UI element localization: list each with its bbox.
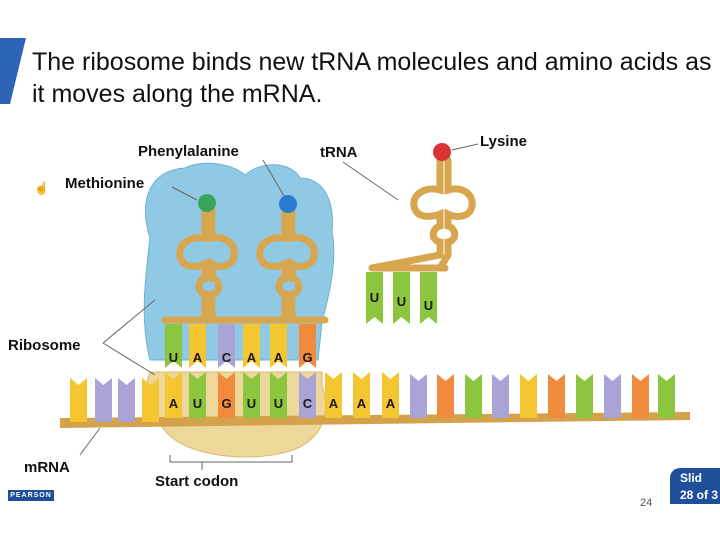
start-codon-label: Start codon <box>155 473 238 490</box>
mrna-tooth-extra-8 <box>604 374 621 418</box>
mrna-tooth-lead-1 <box>70 378 87 422</box>
cursor-icon: ☝ <box>34 180 49 195</box>
trna-phenylalanine <box>241 208 329 324</box>
incoming-base-3 <box>420 272 437 324</box>
mrna-base-label-6: C <box>303 396 313 411</box>
mrna-base-label-4: U <box>247 396 256 411</box>
mrna-tooth-extra-9 <box>632 374 649 418</box>
mrna-tooth-extra-3 <box>465 374 482 418</box>
mrna-base-4 <box>243 372 260 418</box>
trna-lysine-incoming <box>368 156 476 272</box>
mrna-tooth-extra-4 <box>492 374 509 418</box>
slide-counter-line1: Slid <box>680 471 703 485</box>
mrna-tooth-extra-1 <box>410 374 427 418</box>
mrna-tooth-lead-4 <box>142 378 159 422</box>
mrna-base-5 <box>270 372 287 418</box>
anticodon-base-4 <box>243 324 260 368</box>
mrna-base-label-7: A <box>329 396 339 411</box>
page-number: 24 <box>640 497 653 509</box>
phenylalanine-label: Phenylalanine <box>138 143 239 160</box>
ribosome-label: Ribosome <box>8 337 81 354</box>
mrna-base-label-1: A <box>169 396 179 411</box>
mrna-base-2 <box>189 372 206 418</box>
anticodon-base-3 <box>218 324 235 368</box>
slide-counter-line2: 28 of 3 <box>680 488 719 502</box>
mrna-base-label-2: U <box>193 396 202 411</box>
incoming-base-label-1: U <box>370 290 379 305</box>
lysine-label: Lysine <box>480 133 527 150</box>
anticodon-base-5 <box>270 324 287 368</box>
incoming-base-2 <box>393 272 410 324</box>
mrna-base-label-9: A <box>386 396 396 411</box>
mrna-tooth-extra-5 <box>520 374 537 418</box>
mrna-base-label-3: G <box>221 396 231 411</box>
anticodon-base-label-5: A <box>274 350 284 365</box>
slide-title: The ribosome binds new tRNA molecules an… <box>32 48 712 108</box>
mrna-base-6 <box>299 372 316 418</box>
slide-counter-badge: Slid 28 of 3 <box>670 468 720 504</box>
mrna-base-7 <box>325 372 342 418</box>
mrna-base-9 <box>382 372 399 418</box>
incoming-base-1 <box>366 272 383 324</box>
anticodon-base-2 <box>189 324 206 368</box>
trna-methionine <box>161 206 254 324</box>
mrna-tooth-lead-3 <box>118 378 135 422</box>
label-pointer-lines <box>79 143 479 470</box>
anticodon-base-label-4: A <box>247 350 257 365</box>
anticodon-base-6 <box>299 324 316 368</box>
anticodon-base-label-3: C <box>222 350 232 365</box>
anticodon-base-label-6: G <box>302 350 312 365</box>
incoming-base-label-3: U <box>424 298 433 313</box>
mrna-base-8 <box>353 372 370 418</box>
mrna-label: mRNA <box>24 459 70 476</box>
mrna-tooth-extra-10 <box>658 374 675 418</box>
mrna-tooth-extra-2 <box>437 374 454 418</box>
mrna-base-1 <box>165 372 182 418</box>
trna-label: tRNA <box>320 144 358 161</box>
mrna-base-3 <box>218 372 235 418</box>
mrna-base-label-5: U <box>274 396 283 411</box>
anticodon-base-label-1: U <box>169 350 178 365</box>
methionine-label: Methionine <box>65 175 144 192</box>
anticodon-base-1 <box>165 324 182 368</box>
left-accent-bar <box>0 38 26 104</box>
mrna-tooth-extra-6 <box>548 374 565 418</box>
mrna-tooth-extra-7 <box>576 374 593 418</box>
mrna-tooth-lead-2 <box>95 378 112 422</box>
methionine-amino-acid <box>198 194 216 212</box>
lysine-amino-acid <box>433 143 451 161</box>
anticodon-base-label-2: A <box>193 350 203 365</box>
pearson-logo: PEARSON <box>8 490 54 501</box>
phenylalanine-amino-acid <box>279 195 297 213</box>
mrna-base-label-8: A <box>357 396 367 411</box>
incoming-base-label-2: U <box>397 294 406 309</box>
